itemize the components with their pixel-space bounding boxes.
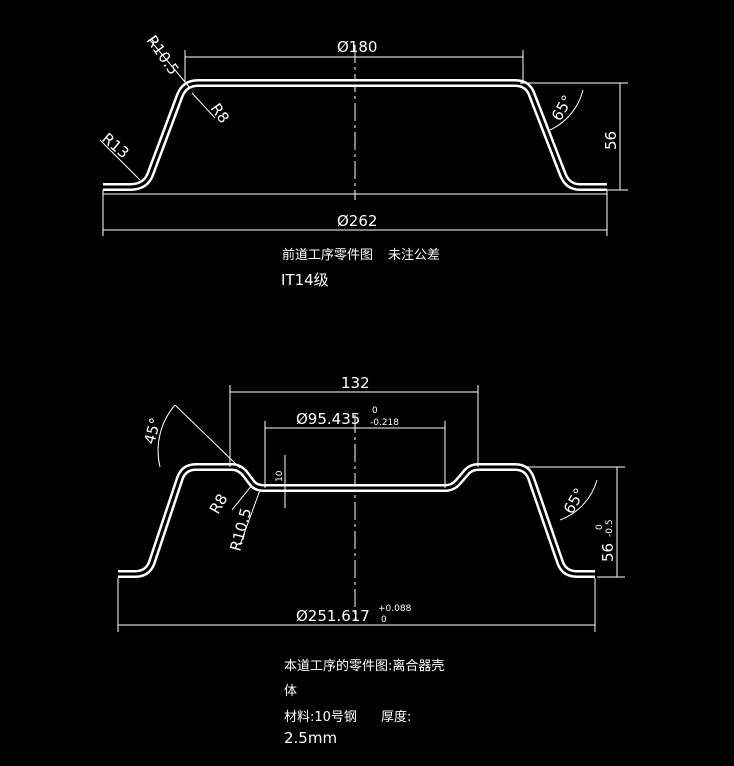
leader-line <box>191 92 216 119</box>
bottom-note-title: 本道工序的零件图:离合器壳 <box>284 659 445 674</box>
angle-arc <box>549 89 584 131</box>
height-tol-upper: 0 <box>595 524 605 530</box>
top-note-title: 前道工序零件图 <box>282 248 374 263</box>
leader-line <box>231 484 253 511</box>
thickness-value: 2.5mm <box>284 729 338 747</box>
tol-upper: 0 <box>372 406 378 416</box>
top-part: Ø180 Ø262 56 65° R10.5 R8 R13 <box>98 32 628 236</box>
tol-lower: 0 <box>381 615 387 625</box>
dim-outer-dia: Ø251.617 <box>296 607 370 625</box>
part-profile-inner <box>103 81 607 189</box>
dim-dia-262: Ø262 <box>337 212 377 230</box>
dim-height-56: 56 <box>599 543 617 562</box>
angle-leg <box>174 404 241 469</box>
leader-line <box>149 39 191 89</box>
dim-r10-5: R10.5 <box>143 32 183 78</box>
dim-angle-45: 45° <box>140 416 164 446</box>
leader-line <box>99 139 141 181</box>
angle-arc <box>559 479 598 521</box>
dim-r13: R13 <box>98 129 132 162</box>
top-note-grade: IT14级 <box>281 271 329 289</box>
thickness-label: 厚度: <box>381 710 412 725</box>
dim-r8: R8 <box>207 100 233 127</box>
part-profile <box>118 463 595 578</box>
leader-line <box>239 489 261 546</box>
dim-step-10: 10 <box>275 470 285 482</box>
tol-lower: -0.218 <box>370 418 399 428</box>
bottom-note-title-cont: 体 <box>284 684 298 699</box>
dim-angle-65: 65° <box>548 92 577 124</box>
top-note-tolerance: 未注公差 <box>388 248 441 263</box>
tol-upper: +0.088 <box>378 604 412 614</box>
dim-height-56: 56 <box>602 131 620 150</box>
dim-angle-65: 65° <box>560 485 589 517</box>
material-label: 材料:10号钢 <box>284 710 357 725</box>
height-tol-lower: -0.5 <box>605 519 615 537</box>
bottom-part: 132 Ø95.435 0 -0.218 10 45° 65° R8 R10.5… <box>117 374 625 632</box>
dim-r8: R8 <box>206 491 232 517</box>
angle-arc <box>157 404 176 468</box>
part-profile-inner <box>118 465 595 576</box>
dim-width-132: 132 <box>341 374 370 392</box>
dim-inner-dia: Ø95.435 <box>296 410 360 428</box>
dim-dia-180: Ø180 <box>337 38 377 56</box>
dim-r10-5: R10.5 <box>226 506 255 553</box>
